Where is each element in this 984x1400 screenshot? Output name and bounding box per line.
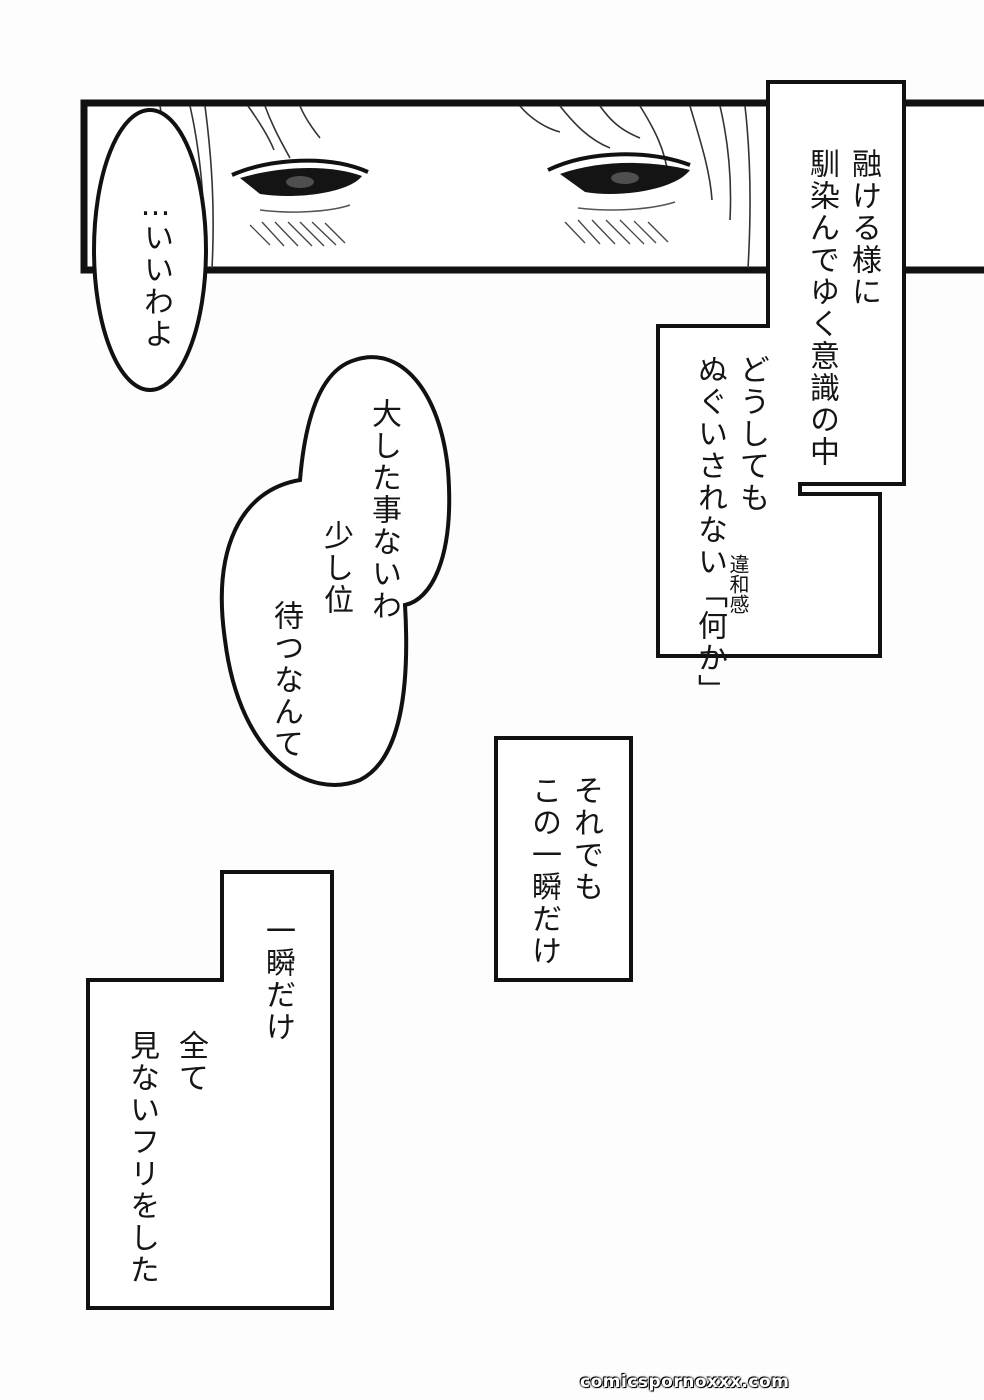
caption-bottom-left-line-2: 全て xyxy=(173,1030,208,1094)
caption-top-right-line-2: 馴染んでゆく意識の中 xyxy=(804,148,839,468)
speech-bubble-middle-text-3: 待つなんて xyxy=(268,600,303,760)
caption-box-bottom-left-frame xyxy=(86,870,334,1310)
speech-bubble-top-left-text-2: いいわよ xyxy=(138,222,173,350)
speech-bubble-middle-shape xyxy=(219,355,452,787)
caption-middle-right-line-2: この一瞬だけ xyxy=(526,775,561,967)
caption-bottom-left-line-3: 見ないフリをした xyxy=(124,1030,159,1286)
caption-top-right-line-4: ぬぐいされない「何か」 xyxy=(692,354,727,706)
caption-bottom-left-line-1: 一瞬だけ xyxy=(260,915,295,1043)
caption-box-top-right-frame xyxy=(656,80,906,658)
site-watermark: comicspornoxxx.com xyxy=(580,1372,790,1392)
caption-middle-right-line-1: それでも xyxy=(568,775,603,903)
speech-bubble-top-left-text-1: … xyxy=(138,188,173,225)
caption-top-right-line-1: 融ける様に xyxy=(846,148,881,308)
right-eye xyxy=(547,152,691,245)
speech-bubble-top-left-shape xyxy=(92,108,208,392)
speech-bubble-middle-text-2: 少し位 xyxy=(318,520,353,616)
caption-box-middle-right-frame xyxy=(494,736,633,982)
left-eye xyxy=(231,158,369,247)
caption-top-right-line-3: どうしても xyxy=(734,354,769,514)
speech-bubble-middle-text-1: 大した事ないわ xyxy=(366,398,401,622)
caption-top-right-ruby: 違和感 xyxy=(726,554,750,614)
